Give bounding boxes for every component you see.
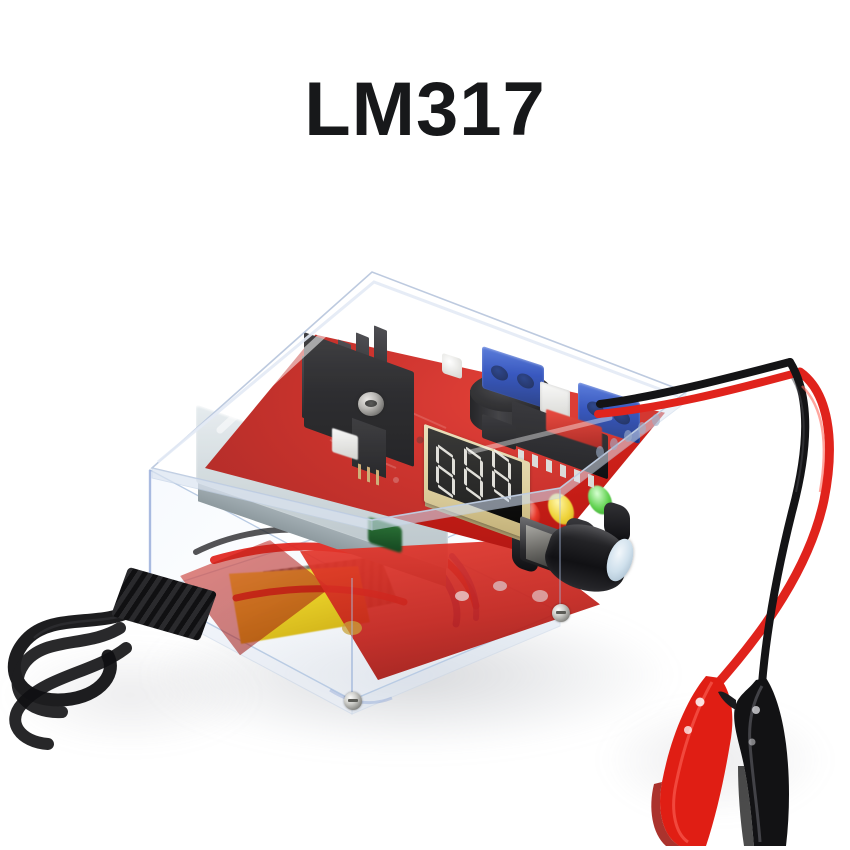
case-screw-right (552, 604, 570, 622)
heatsink (286, 325, 436, 486)
case-top-panel (150, 271, 688, 531)
case-vent-slots (596, 414, 660, 458)
lead-wires (594, 358, 834, 695)
alligator-clip-red (651, 676, 733, 846)
power-cord (7, 603, 139, 750)
page-title: LM317 (304, 67, 546, 152)
pcb-front-components (342, 581, 548, 635)
heatsink-screw (358, 392, 384, 416)
alligator-clip-black (718, 678, 789, 846)
case-screw-bottom (344, 692, 362, 710)
